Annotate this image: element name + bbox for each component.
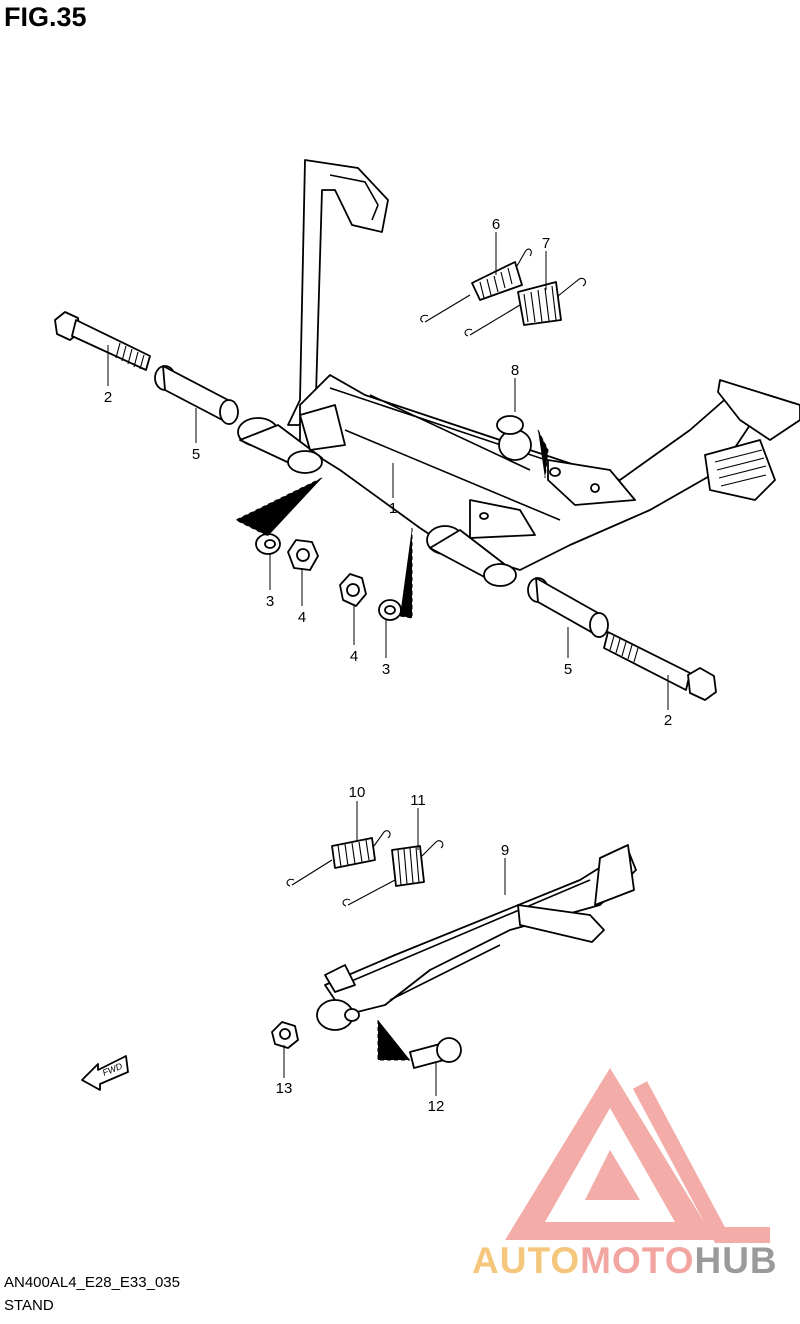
- fwd-arrow-icon: FWD: [81, 1055, 129, 1091]
- callout-2-left: 2: [104, 389, 112, 406]
- watermark-auto: AUTO: [472, 1240, 581, 1281]
- callout-9: 9: [501, 842, 509, 859]
- callout-7: 7: [542, 235, 550, 252]
- spring-7: [464, 277, 587, 337]
- diagram-name: STAND: [4, 1297, 54, 1314]
- rubber-stopper: [496, 415, 532, 461]
- callout-11: 11: [410, 792, 426, 809]
- callout-8: 8: [511, 362, 519, 379]
- callout-6: 6: [492, 216, 500, 233]
- callout-12: 12: [428, 1098, 445, 1115]
- center-stand-assembly: [237, 159, 800, 587]
- watermark-hub: HUB: [694, 1240, 778, 1281]
- callout-labels: 1 2 2 3 3 4 4 5 5 6 7 8 9 10 11 12 13: [104, 216, 672, 1115]
- leader-lines: [107, 232, 669, 1096]
- collar-right: [527, 577, 609, 638]
- spring-6: [420, 248, 532, 323]
- callout-4-left: 4: [298, 609, 306, 626]
- bolt-right: [603, 631, 717, 701]
- spring-11: [342, 840, 444, 907]
- pivot-nut: [271, 1021, 299, 1049]
- nut-right: [339, 573, 367, 607]
- callout-1: 1: [389, 500, 397, 517]
- callout-4-right: 4: [350, 648, 358, 665]
- washer-left: [255, 533, 281, 555]
- callout-10: 10: [349, 784, 366, 801]
- diagram-code: AN400AL4_E28_E33_035: [4, 1274, 180, 1291]
- washer-right: [378, 599, 402, 621]
- bolt-left: [54, 311, 151, 371]
- spring-10: [286, 830, 391, 887]
- figure-title: FIG.35: [4, 2, 87, 32]
- callout-3-right: 3: [382, 661, 390, 678]
- callout-5-right: 5: [564, 661, 572, 678]
- pivot-bolt: [409, 1037, 462, 1069]
- callout-13: 13: [276, 1080, 293, 1097]
- callout-5-left: 5: [192, 446, 200, 463]
- watermark-logo: [505, 1068, 770, 1243]
- nut-left: [287, 539, 319, 571]
- callout-3-left: 3: [266, 593, 274, 610]
- callout-2-right: 2: [664, 712, 672, 729]
- collar-left: [154, 365, 239, 425]
- watermark-text: AUTOMOTOHUB: [472, 1240, 778, 1282]
- watermark-moto: MOTO: [580, 1240, 695, 1281]
- side-stand: [316, 844, 637, 1031]
